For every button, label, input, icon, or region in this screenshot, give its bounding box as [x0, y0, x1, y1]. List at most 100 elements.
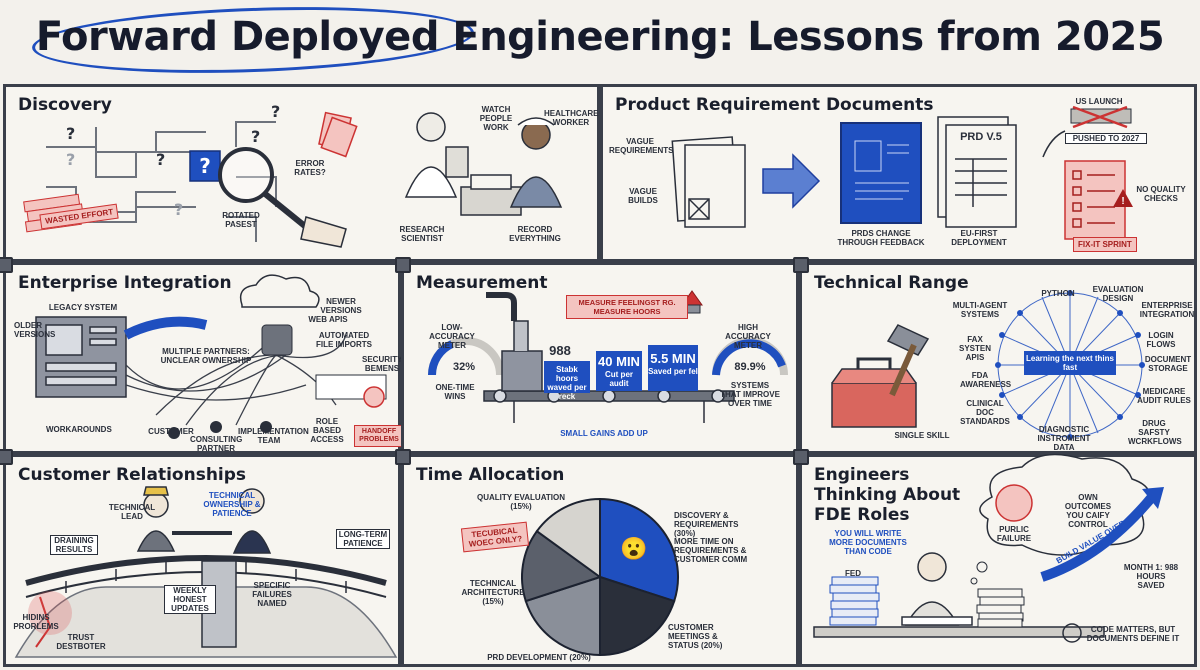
conveyor-belt	[483, 389, 735, 423]
eu-first-label: EU-first deployment	[951, 229, 1007, 247]
crack	[35, 596, 52, 648]
stat-box-1: Stabk hoors waved per reck	[544, 361, 590, 401]
stat-box-2: 40 MIN Cut per audit	[596, 351, 642, 391]
surprised-face-icon: 😮	[620, 536, 648, 561]
tech-node-2: Evaluation design	[1092, 285, 1144, 303]
stat-box-2-caption: Cut per audit	[605, 370, 633, 388]
technical-lead-label: Technical lead	[108, 503, 156, 521]
stat-box-3-value: 5.5 MIN	[650, 351, 696, 366]
pie-slice-4	[521, 529, 603, 603]
high-pct-value: 89.9%	[734, 361, 766, 373]
prd-v5-doc-icon	[937, 116, 1017, 228]
svg-text:?: ?	[66, 124, 75, 143]
blueprint-doc-icon	[840, 122, 922, 224]
cloud-icon	[239, 274, 320, 308]
question-box-icon	[189, 150, 221, 182]
panel-bolt	[793, 449, 809, 465]
long-term-sign: Long-term patience	[336, 529, 390, 549]
engineer-desk-illustration	[813, 453, 1164, 643]
tech-node-9: Clinical doc standards	[960, 399, 1010, 426]
panel-title: Enterprise Integration	[18, 273, 232, 293]
svg-text:!: !	[1121, 196, 1124, 207]
record-everything-label: Record everything	[509, 225, 561, 243]
tech-node-5: Login flows	[1146, 331, 1176, 349]
technical-range-illustration	[831, 290, 1145, 440]
tech-node-8: Medicare audit rules	[1137, 387, 1191, 405]
desk	[813, 626, 1105, 638]
tech-node-10: Diagnostic instroment data	[1037, 425, 1091, 452]
panel-bolt	[395, 257, 411, 273]
weekly-updates-sign: Weekly honest updates	[164, 585, 216, 614]
magnifier-icon	[218, 147, 274, 203]
older-versions-label: Older versions	[14, 321, 56, 339]
panel-bolt	[793, 257, 809, 273]
panel-roles: Engineers Thinking About FDE Roles	[793, 449, 1197, 667]
public-failure-label: Purlic failure	[996, 525, 1032, 543]
stat-box-3: 5.5 MIN Saved per fel	[648, 345, 698, 391]
healthcare-worker-label: Healthcare worker	[544, 109, 599, 127]
enterprise-integration-illustration	[35, 274, 387, 439]
write-docs-label: You will write more documents than code	[829, 529, 907, 556]
pie-label-5: Quality evaluation (15%)	[477, 493, 565, 511]
consulting-partner-label: Consulting partner	[190, 435, 243, 453]
handoff-problems-stamp: Handoff problems	[354, 425, 404, 447]
legacy-server-icon	[35, 316, 127, 398]
checklist-red-icon	[1064, 160, 1126, 240]
high-meter-label: High accuracy meter	[725, 323, 771, 350]
hammer-icon	[886, 324, 930, 356]
engineer-at-desk	[901, 552, 973, 626]
pie-label-4: Technical architecture (15%)	[461, 579, 525, 606]
own-outcomes-label: Own outcomes you caify control	[1064, 493, 1112, 529]
watch-people-work-label: Watch people work	[479, 105, 513, 132]
newer-versions-label: Newer versions	[320, 297, 362, 315]
tech-node-11: Drug safsty wcrkflows	[1128, 419, 1182, 446]
bridge-illustration	[14, 486, 398, 658]
pie-slice-3	[524, 575, 601, 657]
error-rates-label: Error rates?	[294, 159, 326, 177]
panel-bolt	[0, 449, 13, 465]
healthcare-worker-figure	[509, 117, 563, 208]
pie-slice-0	[599, 497, 679, 603]
fed-label: FED	[845, 569, 861, 578]
us-launch-label: US launch	[1075, 97, 1123, 106]
hiding-problems-label: Hidins prorlems	[13, 613, 59, 631]
pie-label-1: More time on requirements & customer com…	[674, 537, 748, 564]
box-number: 988	[549, 343, 571, 358]
svg-text:?: ?	[174, 200, 183, 219]
clock-icon	[363, 386, 385, 408]
pie-label-0: Discovery & requirements (30%)	[674, 511, 739, 538]
fix-it-stamp: Fix-it sprint	[1073, 237, 1137, 252]
web-apis-label: Web APIs	[308, 315, 348, 324]
two-people-handshake	[136, 486, 272, 554]
discovery-maze-illustration: ? ? ? ? ? ? ?	[23, 102, 563, 248]
tech-node-3: Enterprise integration	[1139, 301, 1195, 319]
workarounds-label: Workarounds	[46, 425, 112, 434]
vague-builds-label: Vague builds	[628, 187, 658, 205]
panel-title: Engineers Thinking About FDE Roles	[814, 465, 961, 525]
research-scientist-label: Research scientist	[399, 225, 445, 243]
single-skill-label: Single skill	[894, 431, 950, 440]
security-label: Security bemens	[362, 355, 403, 373]
vague-docs-icon	[671, 136, 746, 228]
machine-icon	[486, 292, 543, 392]
implementation-team-label: Implementation team	[238, 427, 309, 445]
legacy-system-label: Legacy system	[48, 303, 118, 312]
customer-label: Customer	[148, 427, 194, 436]
panel-title: Time Allocation	[416, 465, 565, 485]
panel-title: Technical Range	[814, 273, 969, 293]
hand-icon	[300, 216, 347, 248]
panel-bolt	[0, 257, 13, 273]
stat-box-1-text: Stabk hoors waved per reck	[547, 365, 587, 401]
trust-destroyer-label: Trust destboter	[56, 633, 106, 651]
panel-prd: Product Requirement Documents	[600, 84, 1197, 262]
vague-requirements-label: Vague requirements	[609, 137, 674, 155]
svg-text:?: ?	[66, 150, 75, 169]
tech-node-7: FDA awareness	[960, 371, 1012, 389]
pie-slice-5	[535, 497, 601, 579]
stat-box-3-caption: Saved per fel	[648, 367, 698, 376]
time-allocation-pie-chart	[521, 497, 679, 657]
fax-machine-icon	[460, 174, 522, 216]
blue-cable	[123, 316, 208, 340]
stat-box-2-value: 40 MIN	[598, 354, 640, 369]
